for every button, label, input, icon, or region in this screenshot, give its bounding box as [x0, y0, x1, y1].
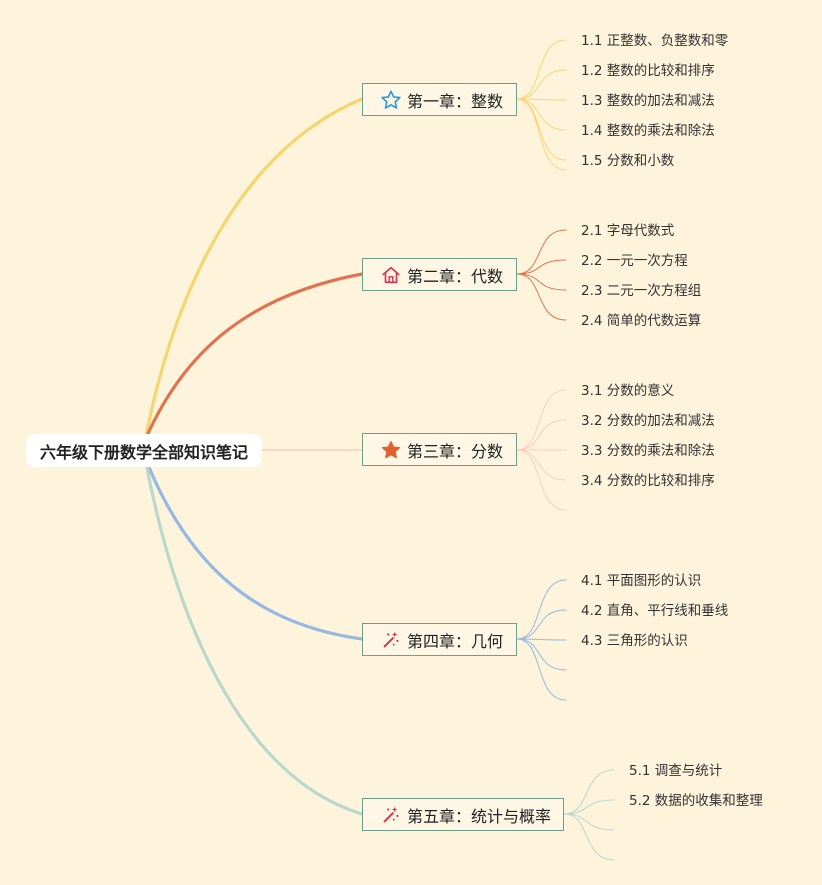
leaf-5-1[interactable]: 5.1 调查与统计: [629, 763, 723, 779]
leaf-2-3[interactable]: 2.3 二元一次方程组: [581, 283, 702, 299]
branch-line-5: [144, 461, 364, 816]
branch-line-2: [144, 272, 364, 440]
leaf-line-1-6: [516, 98, 567, 171]
leaf-2-1[interactable]: 2.1 字母代数式: [581, 223, 675, 239]
leaf-4-1[interactable]: 4.1 平面图形的认识: [581, 573, 702, 589]
leaf-line-3-1: [516, 389, 567, 451]
leaf-line-5-1: [563, 769, 615, 815]
leaf-1-4[interactable]: 1.4 整数的乘法和除法: [581, 123, 715, 139]
chapter-1-title: 第一章：整数: [407, 91, 504, 111]
leaf-line-4-4: [516, 638, 567, 671]
leaf-1-5[interactable]: 1.5 分数和小数: [581, 153, 675, 169]
leaf-line-2-2: [516, 259, 567, 275]
leaf-line-5-2: [563, 799, 615, 815]
leaf-3-1[interactable]: 3.1 分数的意义: [581, 383, 675, 399]
leaf-5-2[interactable]: 5.2 数据的收集和整理: [629, 793, 763, 809]
magic-wand-icon: [380, 629, 402, 651]
leaf-line-4-3: [516, 638, 567, 641]
leaf-line-3-4: [516, 449, 567, 481]
house-icon: [380, 264, 402, 286]
chapter-3-node[interactable]: 第三章：分数: [362, 433, 517, 466]
leaf-line-3-2: [516, 419, 567, 451]
chapter-1-node[interactable]: 第一章：整数: [362, 83, 517, 116]
leaf-2-2[interactable]: 2.2 一元一次方程: [581, 253, 688, 269]
leaf-1-1[interactable]: 1.1 正整数、负整数和零: [581, 33, 729, 49]
leaf-line-2-4: [516, 273, 567, 321]
magic-wand-icon: [380, 804, 402, 826]
leaf-1-3[interactable]: 1.3 整数的加法和减法: [581, 93, 715, 109]
star-filled-icon: [380, 439, 402, 461]
leaf-4-2[interactable]: 4.2 直角、平行线和垂线: [581, 603, 729, 619]
leaf-line-2-1: [516, 229, 567, 275]
chapter-2-title: 第二章：代数: [407, 266, 504, 286]
root-topic[interactable]: 六年级下册数学全部知识笔记: [26, 434, 262, 467]
chapter-4-title: 第四章：几何: [407, 631, 504, 651]
leaf-line-4-2: [516, 609, 567, 640]
leaf-line-1-4: [516, 98, 567, 131]
leaf-1-2[interactable]: 1.2 整数的比较和排序: [581, 63, 715, 79]
chapter-5-node[interactable]: 第五章：统计与概率: [362, 798, 564, 831]
leaf-line-3-5: [516, 449, 567, 511]
leaf-line-4-5: [516, 638, 567, 701]
leaf-line-4-1: [516, 579, 567, 640]
leaf-4-3[interactable]: 4.3 三角形的认识: [581, 633, 688, 649]
leaf-line-1-3: [516, 98, 567, 101]
chapter-4-node[interactable]: 第四章：几何: [362, 623, 517, 656]
leaf-line-1-1: [516, 39, 567, 100]
leaf-3-2[interactable]: 3.2 分数的加法和减法: [581, 413, 715, 429]
leaf-3-4[interactable]: 3.4 分数的比较和排序: [581, 473, 715, 489]
leaf-line-1-2: [516, 69, 567, 100]
chapter-5-title: 第五章：统计与概率: [407, 806, 552, 826]
leaf-3-3[interactable]: 3.3 分数的乘法和除法: [581, 443, 715, 459]
branch-line-1: [144, 97, 364, 438]
chapter-2-node[interactable]: 第二章：代数: [362, 258, 517, 291]
leaf-line-5-3: [563, 813, 615, 831]
leaf-line-2-3: [516, 273, 567, 291]
root-title: 六年级下册数学全部知识笔记: [39, 442, 248, 462]
chapter-3-title: 第三章：分数: [407, 441, 504, 461]
branch-line-4: [144, 458, 364, 641]
star-outline-icon: [380, 89, 402, 111]
leaf-line-5-4: [563, 813, 615, 861]
leaf-2-4[interactable]: 2.4 简单的代数运算: [581, 313, 702, 329]
